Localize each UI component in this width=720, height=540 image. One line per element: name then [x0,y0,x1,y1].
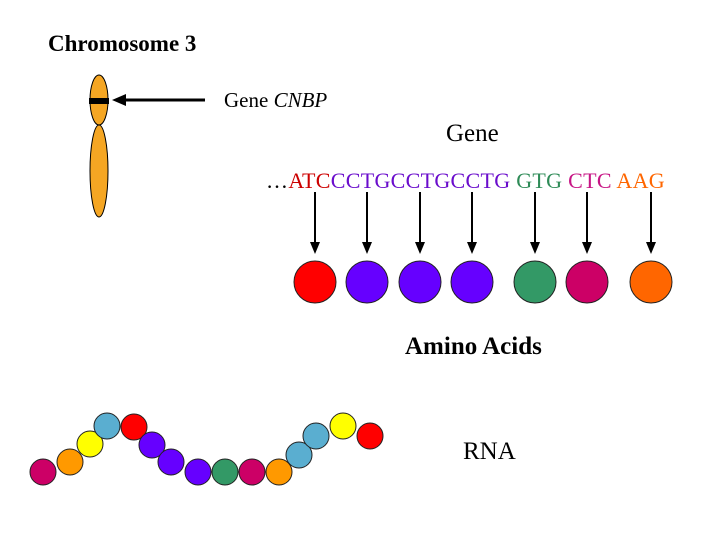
rna-bead-4 [120,413,148,441]
codon-arrow-5 [582,192,592,254]
amino-acids-label: Amino Acids [405,333,542,360]
rna-bead-3 [93,412,121,440]
codon-1: CCT [330,168,375,193]
codon-0: ATC [288,168,331,193]
codon-arrow-3 [467,192,477,254]
rna-bead-11 [285,441,313,469]
rna-label: RNA [463,438,516,465]
amino-acid-3 [450,260,494,304]
rna-bead-7 [184,458,212,486]
rna-chain [29,412,384,486]
rna-bead-6 [157,448,185,476]
amino-acid-5 [565,260,609,304]
rna-bead-12 [302,422,330,450]
codon-arrow-6 [646,192,656,254]
codon-arrows [310,192,656,254]
codon-6: CTC [562,168,612,193]
gene-label-name: CNBP [273,88,328,112]
sequence-ellipsis: … [266,168,289,193]
amino-acid-2 [398,260,442,304]
gene-pointer-arrow [112,94,205,106]
codon-arrow-1 [362,192,372,254]
rna-bead-14 [356,422,384,450]
codon-arrow-0 [310,192,320,254]
chromosome-long-arm [89,124,109,218]
amino-acid-4 [513,260,557,304]
rna-bead-0 [29,458,57,486]
rna-bead-1 [56,448,84,476]
amino-acid-row [293,260,673,304]
gene-heading: Gene [446,120,499,147]
codon-arrow-4 [530,192,540,254]
rna-bead-10 [265,458,293,486]
rna-bead-8 [211,458,239,486]
codon-3: TGC [420,168,466,193]
rna-bead-9 [238,458,266,486]
amino-acid-0 [293,260,337,304]
gene-label-prefix: Gene [224,88,274,112]
amino-acid-1 [345,260,389,304]
chromosome-3 [89,74,109,218]
gene-cnbp-label: Gene CNBP [224,88,327,113]
codon-5: GTG [510,168,563,193]
amino-acid-6 [629,260,673,304]
rna-bead-13 [329,412,357,440]
rna-bead-5 [138,431,166,459]
codon-4: CTG [465,168,511,193]
dna-sequence: …ATCCCTGCCTGCCTG GTG CTC AAG [266,168,665,194]
rna-bead-2 [76,430,104,458]
gene-band [89,98,109,104]
codon-arrow-2 [415,192,425,254]
codon-2: GCC [374,168,421,193]
chromosome-title: Chromosome 3 [48,31,197,56]
codon-7: AAG [611,168,665,193]
